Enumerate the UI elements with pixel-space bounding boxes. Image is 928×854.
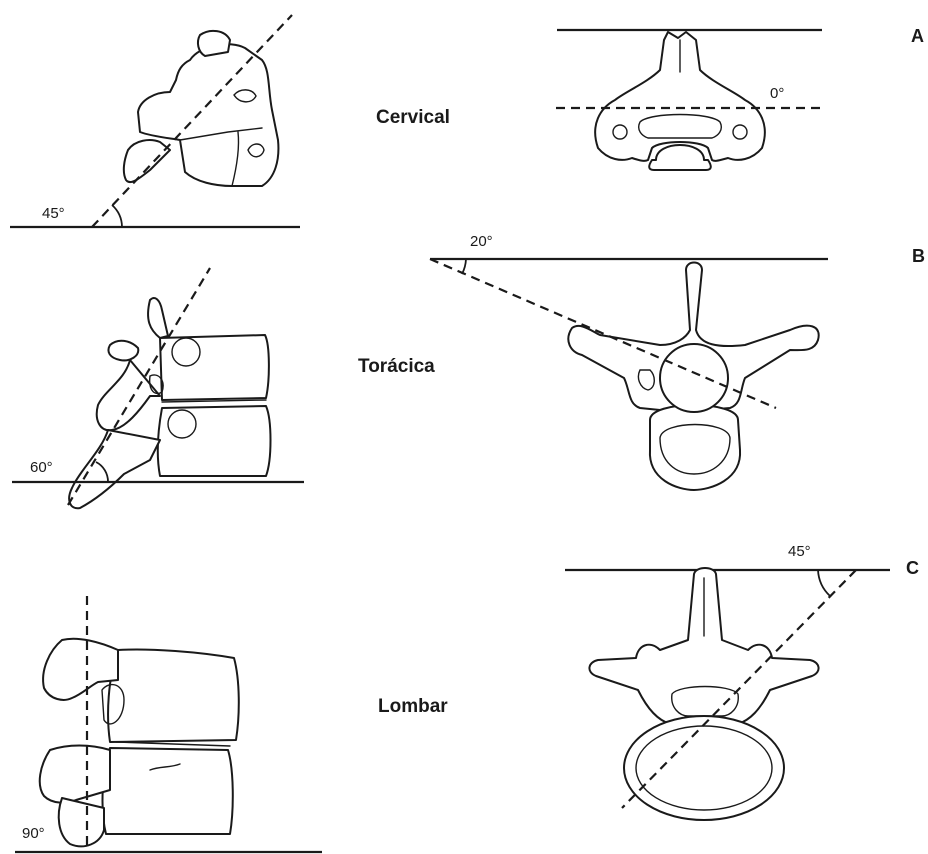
- cervical-axial-angle-label: 0°: [770, 85, 784, 102]
- thoracic-lateral-angle-label: 60°: [30, 459, 53, 476]
- thoracic-region-label: Torácica: [358, 356, 435, 377]
- thoracic-axial-facet-plane: [430, 259, 776, 408]
- lumbar-lateral-angle-label: 90°: [22, 825, 45, 842]
- panel-letter-a: A: [911, 26, 924, 46]
- thoracic-lateral-view: [12, 268, 304, 508]
- lumbar-axial-view: [565, 568, 890, 820]
- cervical-lateral-view: [10, 15, 300, 227]
- cervical-region-label: Cervical: [376, 107, 450, 128]
- thoracic-axial-view: [430, 259, 828, 490]
- thoracic-axial-angle-label: 20°: [470, 233, 493, 250]
- lumbar-lateral-view: [15, 596, 322, 852]
- panel-letter-c: C: [906, 558, 919, 578]
- cervical-lateral-angle-arc: [112, 205, 122, 227]
- lumbar-axial-angle-label: 45°: [788, 543, 811, 560]
- thoracic-axial-angle-arc: [462, 259, 466, 274]
- panel-letter-b: B: [912, 246, 925, 266]
- lumbar-region-label: Lombar: [378, 696, 448, 717]
- lumbar-axial-angle-arc: [818, 570, 830, 596]
- cervical-lateral-angle-label: 45°: [42, 205, 65, 222]
